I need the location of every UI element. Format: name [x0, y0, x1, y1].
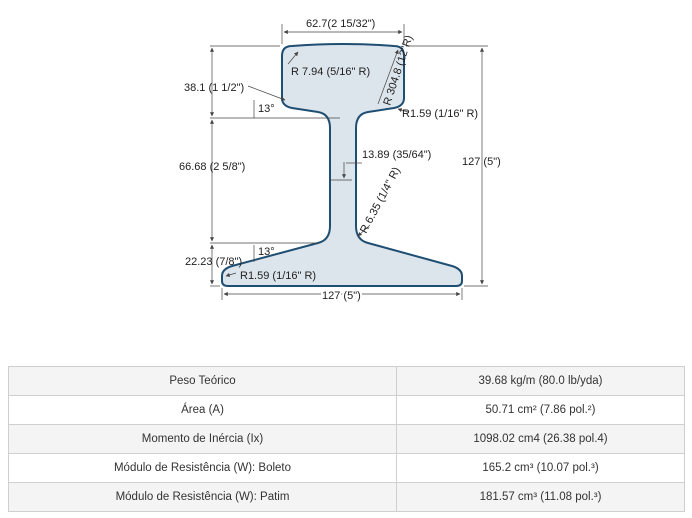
dim-web-height: 66.68 (2 5/8") [179, 161, 245, 173]
spec-value: 50.71 cm² (7.86 pol.²) [396, 395, 685, 425]
spec-label: Módulo de Resistência (W): Boleto [8, 453, 397, 483]
dim-web-radius: R 6.35 (1/4" R) [358, 165, 403, 235]
dim-head-width: 62.7(2 15/32") [306, 18, 375, 30]
spec-value: 39.68 kg/m (80.0 lb/yda) [396, 366, 685, 396]
dim-base-width: 127 (5") [322, 290, 361, 302]
rail-profile-svg: 62.7(2 15/32") R 7.94 (5/16" R) R 304.8 … [179, 18, 501, 304]
dim-base-height: 22.23 (7/8") [185, 256, 242, 268]
spec-value: 181.57 cm³ (11.08 pol.³) [396, 482, 685, 512]
rail-profile-diagram: 62.7(2 15/32") R 7.94 (5/16" R) R 304.8 … [179, 18, 501, 304]
spec-label: Momento de Inércia (Ix) [8, 424, 397, 454]
dim-head-radius: R 7.94 (5/16" R) [291, 66, 370, 78]
dim-web-thickness: 13.89 (35/64") [362, 149, 431, 161]
spec-label: Área (A) [8, 395, 397, 425]
dim-base-fillet: R1.59 (1/16" R) [240, 270, 316, 282]
table-row: Módulo de Resistência (W): Boleto 165.2 … [8, 453, 685, 483]
spec-label: Peso Teórico [8, 366, 397, 396]
dim-head-fillet: R1.59 (1/16" R) [402, 108, 478, 120]
table-row: Módulo de Resistência (W): Patim 181.57 … [8, 482, 685, 512]
rail-section-shape [221, 43, 463, 287]
table-row: Área (A) 50.71 cm² (7.86 pol.²) [8, 395, 685, 425]
spec-value: 165.2 cm³ (10.07 pol.³) [396, 453, 685, 483]
spec-label: Módulo de Resistência (W): Patim [8, 482, 397, 512]
dim-head-height: 38.1 (1 1/2") [184, 82, 244, 94]
dim-total-height: 127 (5") [462, 156, 501, 168]
table-row: Momento de Inércia (Ix) 1098.02 cm4 (26.… [8, 424, 685, 454]
dim-angle-bottom: 13° [258, 246, 275, 258]
spec-value: 1098.02 cm4 (26.38 pol.4) [396, 424, 685, 454]
dim-angle-top: 13° [258, 103, 275, 115]
table-row: Peso Teórico 39.68 kg/m (80.0 lb/yda) [8, 366, 685, 396]
spec-table: Peso Teórico 39.68 kg/m (80.0 lb/yda) Ár… [8, 366, 685, 512]
